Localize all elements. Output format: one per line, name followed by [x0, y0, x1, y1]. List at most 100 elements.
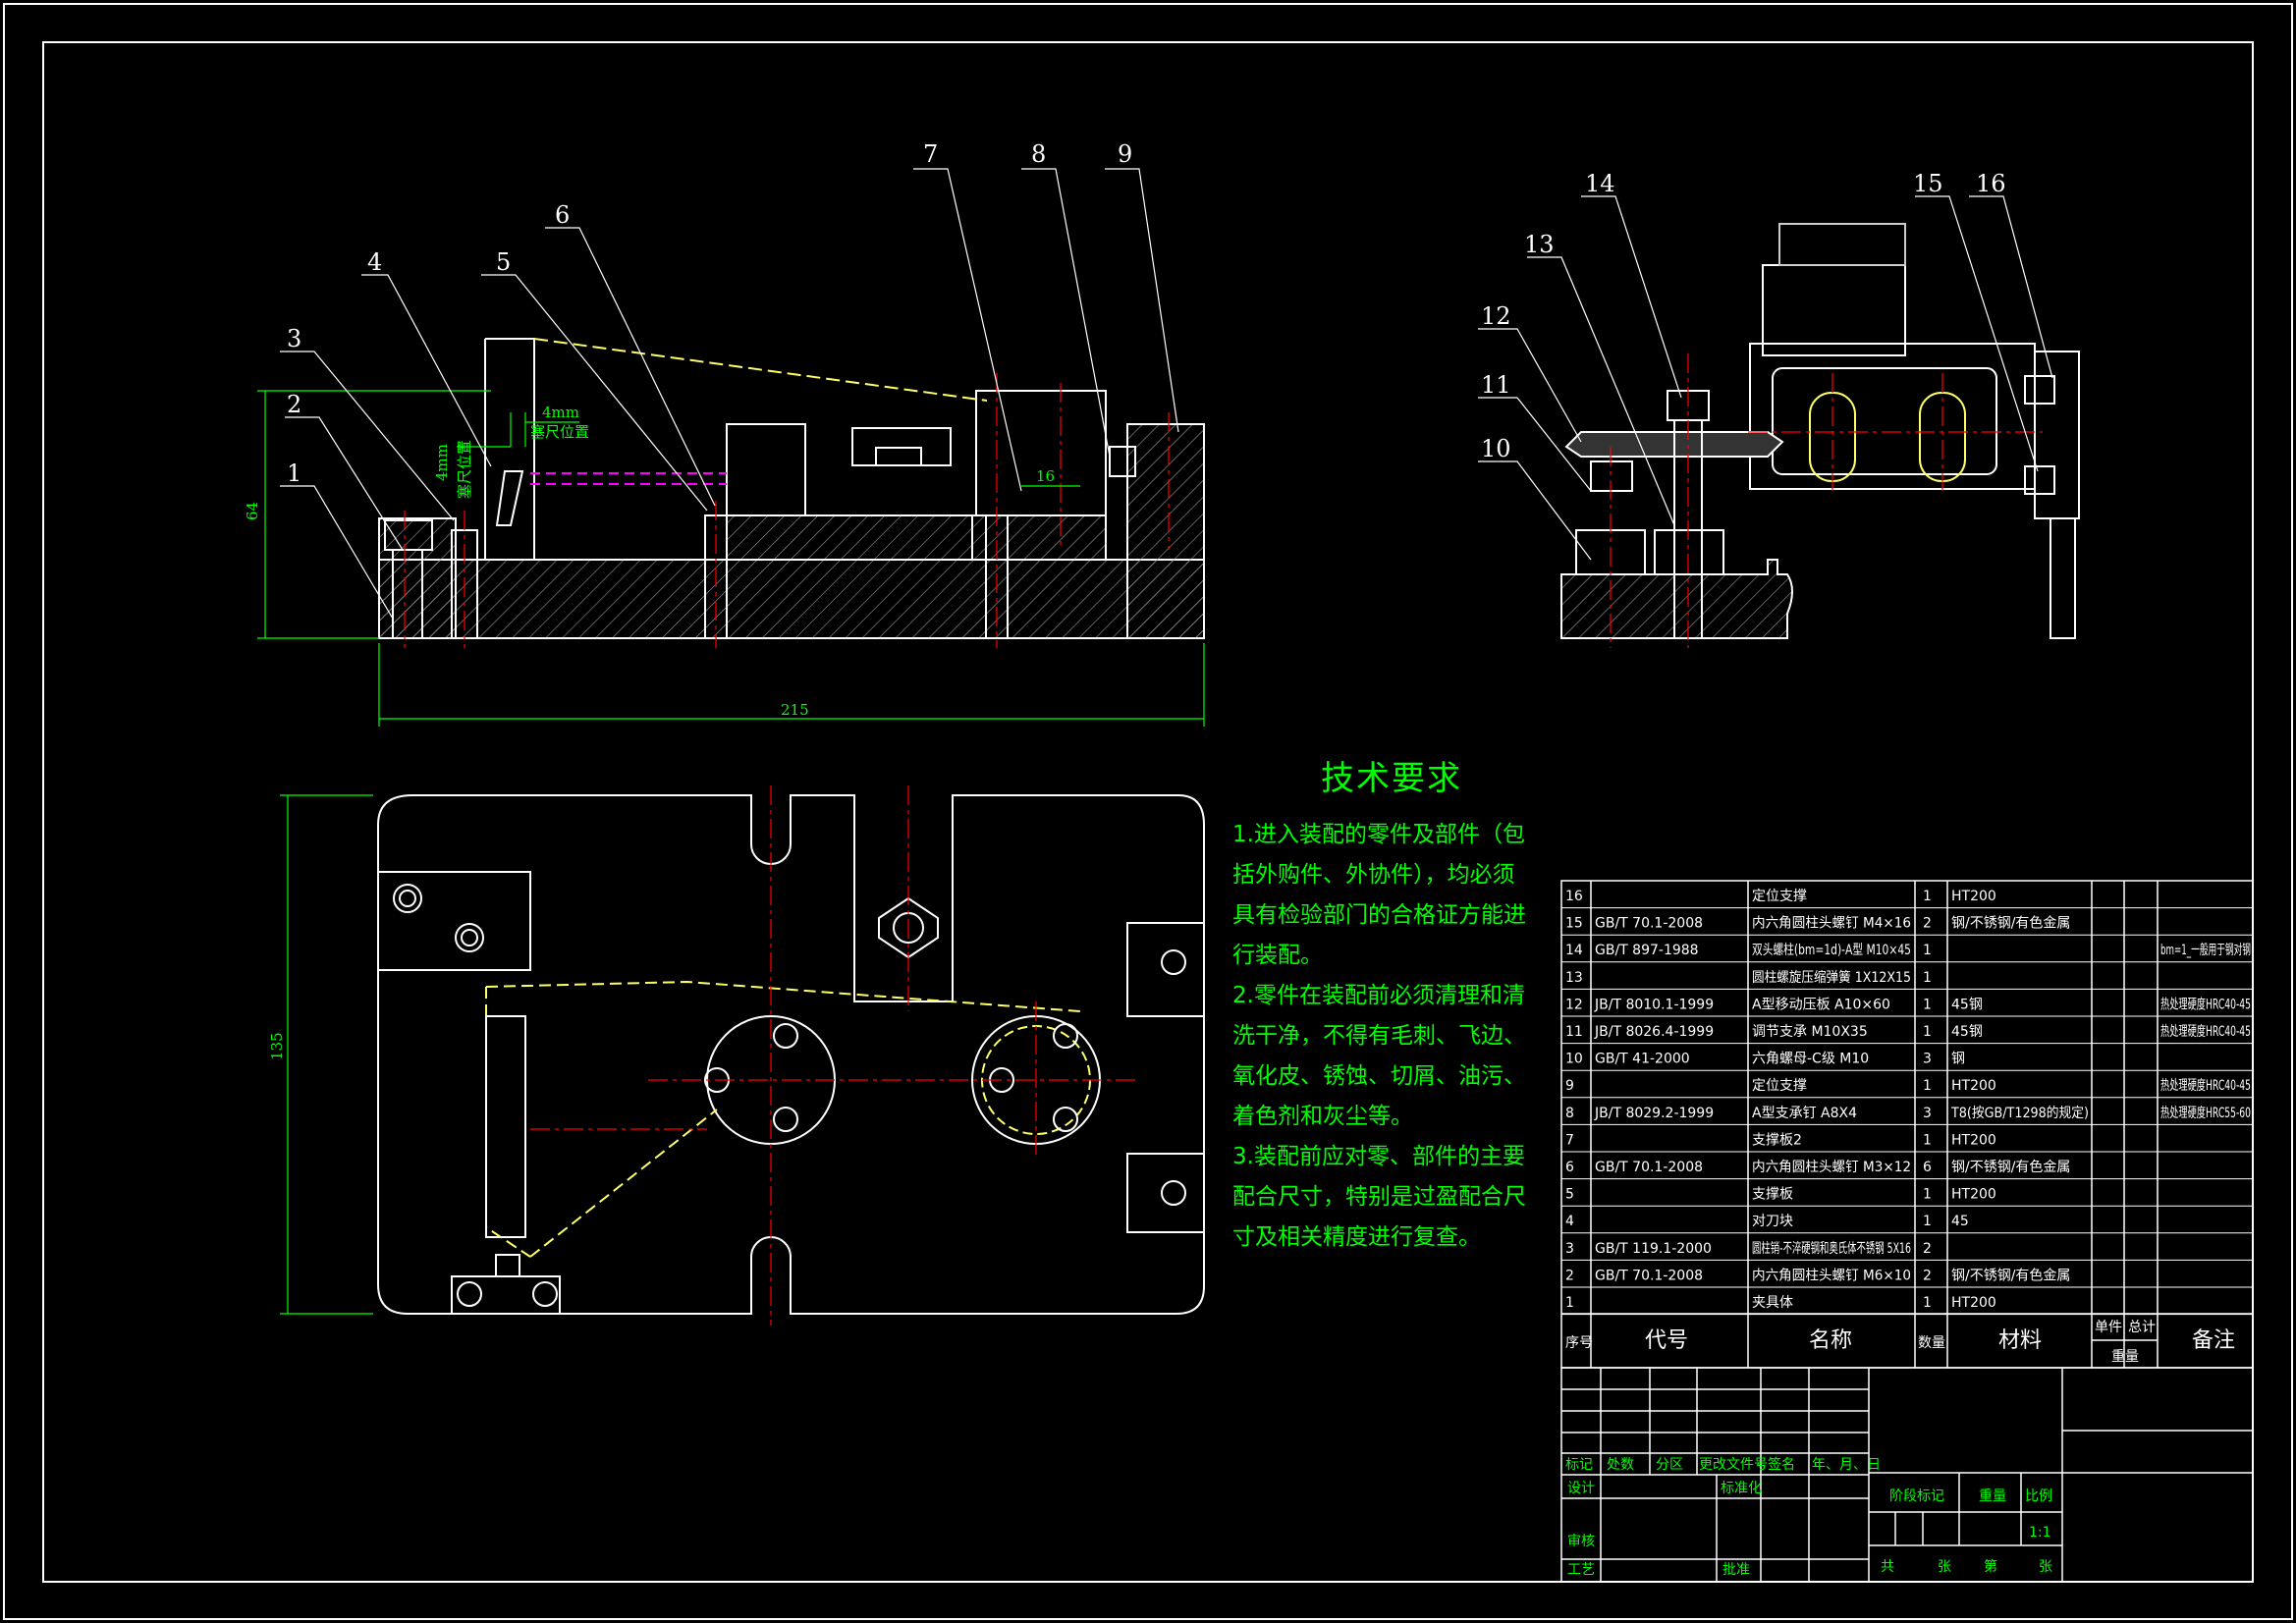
- tb-review: 审核: [1567, 1534, 1595, 1549]
- parts-cell-name: 支撑板: [1752, 1187, 1793, 1203]
- parts-cell-material: 钢: [1951, 1052, 1965, 1067]
- balloon-12: 12: [1481, 302, 1511, 330]
- dim-tool-offset: 4mm: [542, 404, 579, 421]
- dim-gap-16: 16: [1036, 467, 1055, 485]
- balloon-4: 4: [367, 248, 382, 276]
- parts-cell-qty: 3: [1923, 1106, 1932, 1121]
- dim-feeler-position-2: 塞尺位置: [456, 440, 473, 499]
- top-view-dimensions: [280, 794, 373, 1315]
- parts-cell-qty: 6: [1923, 1160, 1932, 1175]
- parts-cell-remark: 热处理硬度HRC40-45: [2160, 1078, 2251, 1094]
- parts-cell-material: 钢/不锈钢/有色金属: [1951, 1267, 2070, 1283]
- parts-cell-remark: 热处理硬度HRC55-60: [2160, 1106, 2251, 1121]
- parts-cell-no: 2: [1565, 1268, 1574, 1283]
- parts-cell-remark: bm=1_一般用于钢对钢: [2160, 943, 2251, 958]
- parts-cell-qty: 1: [1923, 997, 1932, 1012]
- tb-design: 设计: [1567, 1481, 1595, 1496]
- parts-cell-material: HT200: [1951, 1078, 1996, 1094]
- parts-header-unit: 单件: [2095, 1320, 2122, 1335]
- parts-cell-name: 六角螺母-C级 M10: [1752, 1052, 1869, 1067]
- parts-header-name: 名称: [1809, 1328, 1852, 1353]
- parts-cell-qty: 1: [1923, 943, 1932, 958]
- dim-height-64: 64: [244, 502, 261, 520]
- parts-cell-code: GB/T 897-1988: [1595, 943, 1699, 958]
- tb-sheets-unit: 张: [1938, 1559, 1951, 1575]
- parts-cell-qty: 1: [1923, 1024, 1932, 1040]
- parts-cell-material: 钢/不锈钢/有色金属: [1951, 1159, 2070, 1175]
- balloon-6: 6: [555, 201, 570, 229]
- parts-cell-no: 6: [1565, 1160, 1574, 1175]
- parts-cell-qty: 2: [1923, 1241, 1932, 1257]
- parts-cell-qty: 1: [1923, 1295, 1932, 1311]
- parts-cell-no: 9: [1565, 1078, 1574, 1094]
- parts-cell-no: 4: [1565, 1214, 1574, 1229]
- parts-cell-name: 双头螺柱(bm=1d)-A型 M10×45: [1752, 943, 1911, 958]
- parts-cell-name: 内六角圆柱头螺钉 M6×10: [1752, 1268, 1911, 1283]
- parts-cell-no: 3: [1565, 1241, 1574, 1257]
- parts-cell-code: GB/T 41-2000: [1595, 1052, 1690, 1067]
- parts-cell-no: 1: [1565, 1295, 1574, 1311]
- parts-cell-name: A型移动压板 A10×60: [1752, 997, 1890, 1012]
- parts-cell-qty: 1: [1923, 1078, 1932, 1094]
- parts-cell-name: 夹具体: [1752, 1295, 1793, 1311]
- parts-cell-no: 8: [1565, 1106, 1574, 1121]
- parts-cell-material: T8(按GB/T1298的规定): [1950, 1106, 2089, 1121]
- parts-header-no: 序号: [1565, 1335, 1593, 1351]
- tb-mark: 标记: [1565, 1457, 1593, 1473]
- parts-cell-material: 45: [1951, 1214, 1969, 1229]
- parts-cell-qty: 1: [1923, 1187, 1932, 1203]
- parts-cell-qty: 1: [1923, 970, 1932, 986]
- tb-date: 年、月、日: [1812, 1457, 1881, 1473]
- front-view-dimensions: [257, 390, 1205, 727]
- balloon-8: 8: [1031, 140, 1046, 168]
- dim-left-note: 4mm: [433, 444, 451, 481]
- front-view: [378, 338, 1205, 648]
- tb-approve: 批准: [1722, 1562, 1750, 1578]
- parts-cell-name: 内六角圆柱头螺钉 M3×12: [1752, 1160, 1911, 1175]
- parts-header-material: 材料: [1998, 1328, 2042, 1353]
- balloon-14: 14: [1585, 170, 1615, 197]
- tb-weight: 重量: [1979, 1488, 2006, 1504]
- parts-cell-name: 圆柱螺旋压缩弹簧 1X12X15: [1752, 970, 1911, 986]
- tb-sheet-no: 第: [1984, 1558, 1997, 1575]
- balloon-9: 9: [1118, 140, 1132, 168]
- parts-header-total: 总计: [2128, 1320, 2156, 1335]
- parts-cell-no: 14: [1565, 943, 1583, 958]
- tb-signature: 签名: [1768, 1456, 1795, 1473]
- balloon-5: 5: [496, 248, 511, 276]
- tech-requirements-title: 技术要求: [1321, 759, 1462, 798]
- parts-cell-no: 15: [1565, 916, 1583, 932]
- parts-cell-code: GB/T 70.1-2008: [1595, 1268, 1703, 1283]
- parts-cell-qty: 2: [1923, 916, 1932, 932]
- parts-cell-no: 7: [1565, 1132, 1574, 1148]
- balloon-3: 3: [287, 325, 301, 352]
- parts-header-qty: 数量: [1918, 1335, 1945, 1351]
- parts-header-remark: 备注: [2192, 1328, 2235, 1353]
- parts-cell-code: GB/T 70.1-2008: [1595, 916, 1703, 932]
- parts-cell-material: HT200: [1951, 889, 1996, 904]
- dim-height-135: 135: [268, 1032, 286, 1060]
- parts-header-code: 代号: [1645, 1328, 1688, 1353]
- tech-requirements: 1.进入装配的零件及部件（包括外购件、外协件），均必须具有检验部门的合格证方能进…: [1232, 815, 1537, 1258]
- parts-cell-code: GB/T 70.1-2008: [1595, 1160, 1703, 1175]
- balloon-15: 15: [1913, 170, 1943, 197]
- outer-border: [3, 3, 2293, 1620]
- tb-standardize: 标准化: [1721, 1481, 1762, 1496]
- balloon-16: 16: [1976, 170, 2006, 197]
- title-block-grid: [1560, 1367, 2254, 1583]
- parts-cell-code: JB/T 8029.2-1999: [1594, 1106, 1714, 1121]
- parts-cell-remark: 热处理硬度HRC40-45: [2160, 997, 2251, 1012]
- tech-item-2: 2.零件在装配前必须清理和清洗干净，不得有毛刺、飞边、氧化皮、锈蚀、切屑、油污、…: [1232, 983, 1526, 1129]
- parts-cell-code: GB/T 119.1-2000: [1595, 1241, 1712, 1257]
- balloon-7: 7: [923, 140, 938, 168]
- tb-stage-mark: 阶段标记: [1889, 1488, 1944, 1504]
- balloon-11: 11: [1481, 371, 1511, 399]
- parts-cell-no: 13: [1565, 970, 1583, 986]
- parts-cell-name: 对刀块: [1752, 1214, 1793, 1229]
- front-leaders: [280, 168, 1179, 620]
- parts-header-weight: 重量: [2111, 1349, 2139, 1365]
- parts-cell-material: 钢/不锈钢/有色金属: [1951, 915, 2070, 932]
- parts-cell-qty: 1: [1923, 889, 1932, 904]
- parts-cell-material: 45钢: [1951, 1024, 1983, 1040]
